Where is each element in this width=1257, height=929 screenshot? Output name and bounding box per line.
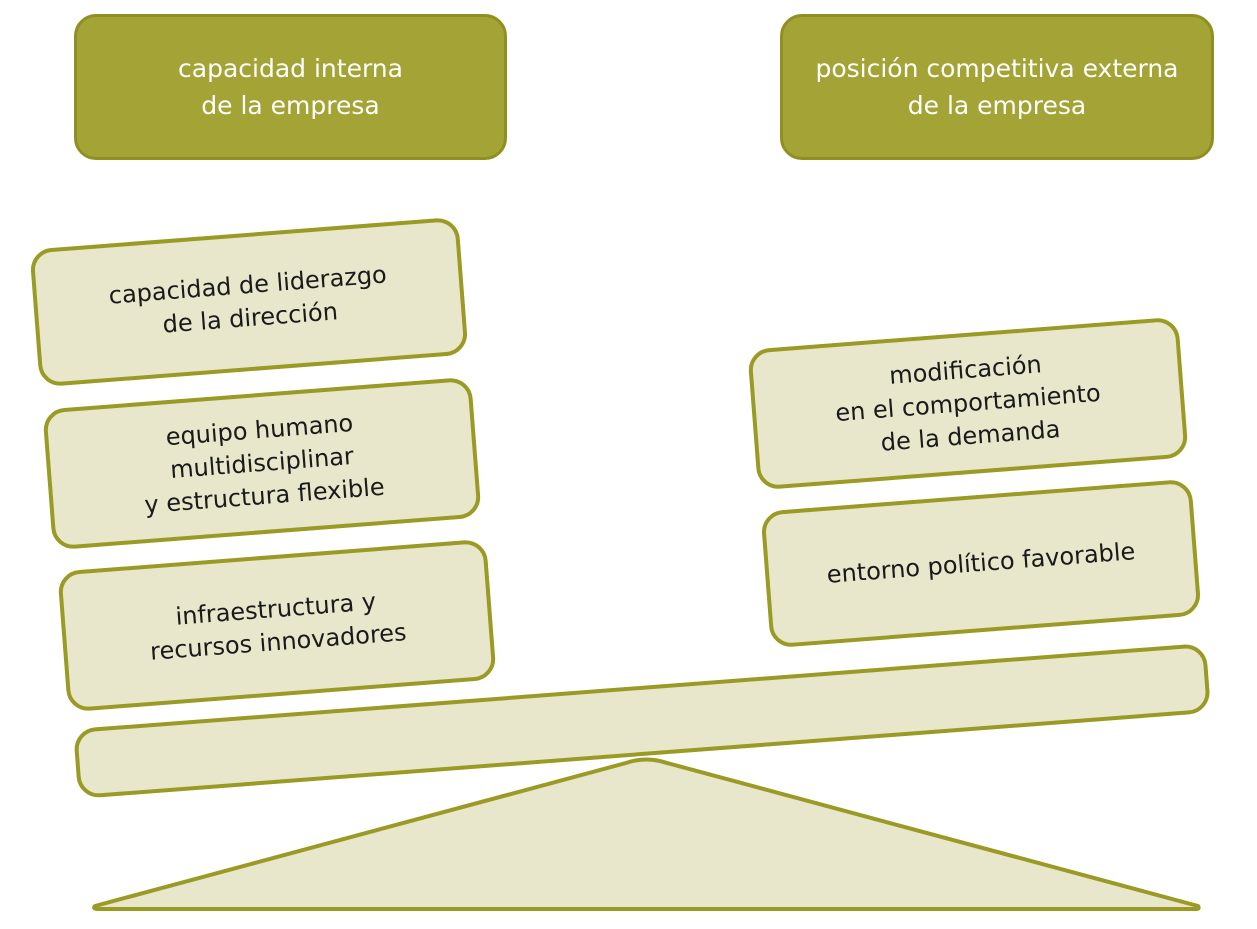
header-external-position-label: posición competitiva externa de la empre… — [815, 54, 1179, 120]
header-external-position: posición competitiva externa de la empre… — [780, 14, 1214, 160]
balance-beam — [74, 644, 1210, 798]
block-leadership-label: capacidad de liderazgo de la dirección — [107, 260, 388, 339]
header-internal-capacity-label: capacidad interna de la empresa — [178, 54, 403, 120]
fulcrum-triangle — [92, 757, 1201, 911]
block-political-environment-label: entorno político favorable — [825, 537, 1137, 589]
block-infrastructure-label: infraestructura y recursos innovadores — [149, 586, 408, 666]
block-human-team-label: equipo humano multidisciplinar y estruct… — [143, 408, 386, 520]
block-demand-change-label: modificación en el comportamiento de la … — [834, 350, 1102, 457]
header-internal-capacity: capacidad interna de la empresa — [74, 14, 507, 160]
